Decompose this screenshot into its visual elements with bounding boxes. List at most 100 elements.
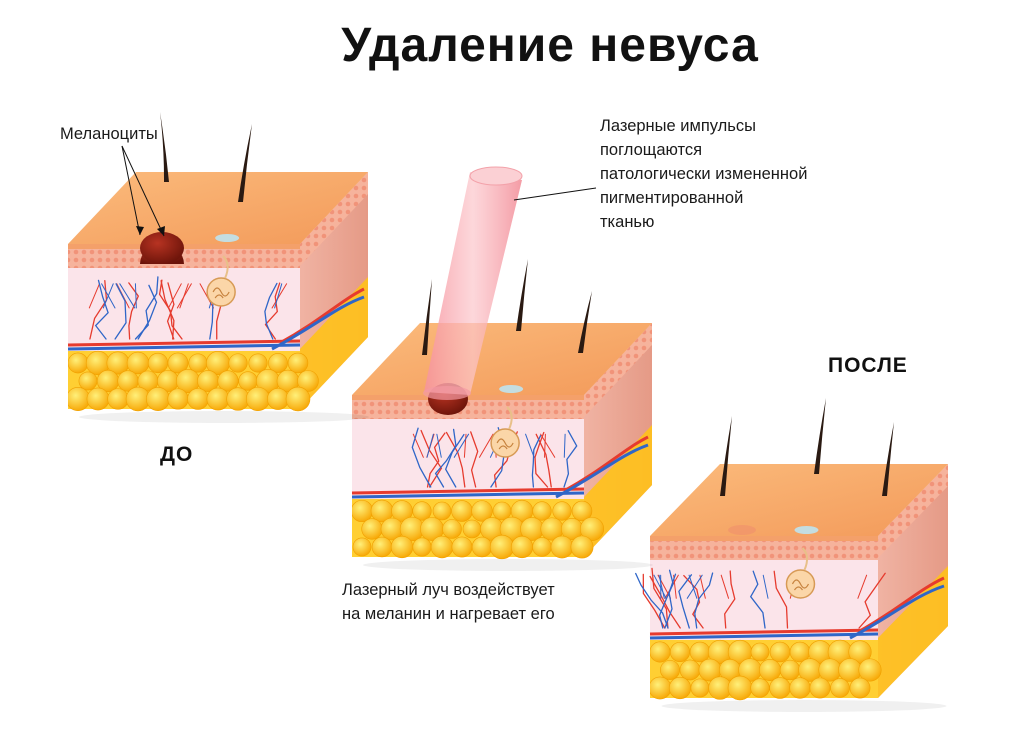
fat-cell	[432, 501, 452, 521]
capillary	[426, 433, 434, 458]
capillary	[635, 572, 669, 629]
fat-cell	[648, 676, 672, 700]
vein	[67, 343, 301, 351]
edge-mask	[54, 349, 68, 413]
beam-note: Лазерный луч воздействует на меланин и н…	[342, 578, 555, 626]
fat-cell	[146, 387, 170, 411]
sweat-pore	[499, 385, 524, 393]
laser-note-line: Лазерные импульсы	[600, 117, 757, 135]
fat-cell	[248, 353, 268, 373]
melanocytes-pointer	[121, 145, 165, 237]
capillary	[686, 574, 703, 599]
capillary	[444, 433, 465, 488]
capillary	[119, 283, 136, 309]
capillary	[531, 435, 542, 488]
fat-cell	[412, 537, 432, 557]
capillary	[264, 282, 278, 340]
hair	[720, 416, 732, 496]
fat-cell	[849, 677, 871, 699]
fat-cell	[571, 500, 593, 522]
capillary	[651, 567, 669, 629]
fat-cell	[352, 537, 372, 557]
vein	[351, 491, 585, 499]
fat-cell	[830, 678, 850, 698]
hair	[814, 398, 826, 474]
fat-cell	[789, 677, 811, 699]
capillary	[167, 283, 182, 309]
fat-cell	[759, 659, 781, 681]
fat-cell	[462, 519, 482, 539]
capillary	[773, 570, 789, 629]
fat-cell	[510, 535, 534, 559]
fat-cell	[65, 386, 91, 412]
sweat-duct	[801, 547, 809, 571]
fat-cell	[552, 501, 572, 521]
capillary	[434, 428, 457, 488]
capillary	[137, 284, 158, 340]
block-shadow	[79, 411, 369, 423]
fat-cell	[442, 519, 462, 539]
capillary	[540, 433, 556, 458]
fat-cell	[451, 536, 473, 558]
fat-cell	[471, 500, 493, 522]
skin-block-before	[54, 172, 368, 413]
capillary	[678, 574, 693, 629]
arrow-head	[136, 226, 144, 235]
hair	[238, 124, 252, 202]
hair	[422, 279, 432, 355]
capillary	[479, 433, 494, 458]
artery	[649, 628, 879, 636]
capillary	[525, 433, 535, 458]
fat-cell	[579, 516, 605, 542]
capillary	[436, 433, 442, 458]
capillary	[271, 283, 288, 309]
beam-note-line: Лазерный луч воздействует	[342, 581, 555, 599]
gland-coil	[212, 287, 230, 299]
artery	[351, 487, 585, 495]
fat-cell	[779, 659, 801, 681]
skin-block-during	[338, 323, 652, 561]
arrow-head	[157, 226, 165, 236]
fat-cell	[285, 386, 311, 412]
fat-cell	[809, 677, 831, 699]
fat-cell	[206, 387, 230, 411]
capillary	[642, 573, 666, 629]
fat-cell	[471, 536, 493, 558]
hair	[516, 259, 528, 331]
fat-cell	[532, 537, 552, 557]
fat-cell	[489, 534, 515, 560]
sweat-pore	[794, 526, 819, 534]
fat-cell	[226, 387, 250, 411]
capillary	[176, 283, 192, 309]
hair	[578, 291, 592, 353]
fat-cell	[228, 353, 248, 373]
fat-cell	[750, 642, 770, 662]
laser-note-pointer	[513, 187, 597, 201]
side-epidermis	[300, 172, 368, 266]
gland-coil	[496, 438, 514, 450]
fat-cell	[550, 535, 574, 559]
capillary	[94, 279, 109, 340]
laser-note: Лазерные импульсы поглощаются патологиче…	[600, 114, 807, 234]
fat-cell	[107, 388, 129, 410]
laser-note-line: пигментированной	[600, 189, 744, 207]
fat-cell	[297, 370, 319, 392]
fat-cell	[570, 535, 594, 559]
capillary	[664, 573, 677, 629]
fat-cell	[660, 660, 680, 680]
capillary	[658, 569, 674, 629]
fat-cell	[649, 641, 671, 663]
capillary	[199, 283, 215, 309]
fat-cell	[371, 536, 393, 558]
healed-spot	[728, 525, 756, 535]
capillary	[160, 280, 175, 340]
nevus-top	[140, 232, 184, 264]
sweat-duct	[222, 255, 229, 279]
fat-cell	[287, 352, 309, 374]
fat-cell	[858, 658, 882, 682]
capillary	[724, 570, 736, 629]
laser-beam-top	[469, 166, 523, 186]
fat-cell	[188, 353, 208, 373]
fat-cell	[390, 535, 414, 559]
artery	[67, 339, 301, 347]
